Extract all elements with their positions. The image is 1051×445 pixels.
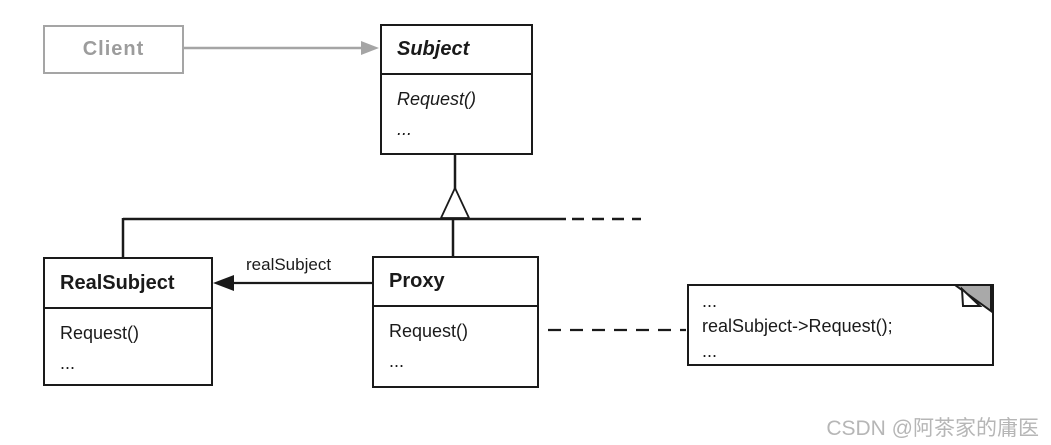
proxy-class-title: Proxy — [374, 258, 537, 307]
subject-method-ellipsis: ... — [397, 119, 413, 139]
client-arrow — [184, 41, 379, 55]
note-line: ... — [702, 291, 718, 311]
arrowhead-icon — [213, 275, 234, 291]
generalization-connector — [121, 154, 641, 257]
note-fold-icon — [954, 284, 992, 313]
realsubject-class-title: RealSubject — [45, 259, 211, 309]
note-line-code: realSubject->Request(); — [702, 316, 893, 336]
association-label: realSubject — [246, 255, 332, 274]
proxy-method-request: Request() — [389, 321, 469, 341]
subject-class-title: Subject — [382, 26, 531, 75]
subject-class-box: Subject Request() ... — [380, 24, 533, 155]
realsubject-method-request: Request() — [60, 323, 140, 343]
inheritance-triangle-icon — [439, 185, 471, 219]
note-line: ... — [702, 341, 718, 361]
subject-method-request: Request() — [397, 89, 477, 109]
note-connector — [512, 323, 686, 337]
code-note: ... realSubject->Request(); ... — [687, 284, 994, 366]
client-box: Client — [43, 25, 184, 74]
realsubject-method-ellipsis: ... — [60, 353, 76, 373]
watermark: CSDN @阿茶家的庸医 — [826, 417, 1039, 440]
proxy-method-ellipsis: ... — [389, 351, 405, 371]
proxy-method-list: Request() ... — [374, 307, 537, 376]
realsubject-method-list: Request() ... — [45, 309, 211, 378]
arrowhead-icon — [361, 41, 379, 55]
subject-method-list: Request() ... — [382, 75, 531, 144]
proxy-class-box: Proxy Request() ... — [372, 256, 539, 388]
realsubject-class-box: RealSubject Request() ... — [43, 257, 213, 386]
client-label: Client — [82, 38, 145, 60]
association-arrow — [213, 275, 372, 291]
